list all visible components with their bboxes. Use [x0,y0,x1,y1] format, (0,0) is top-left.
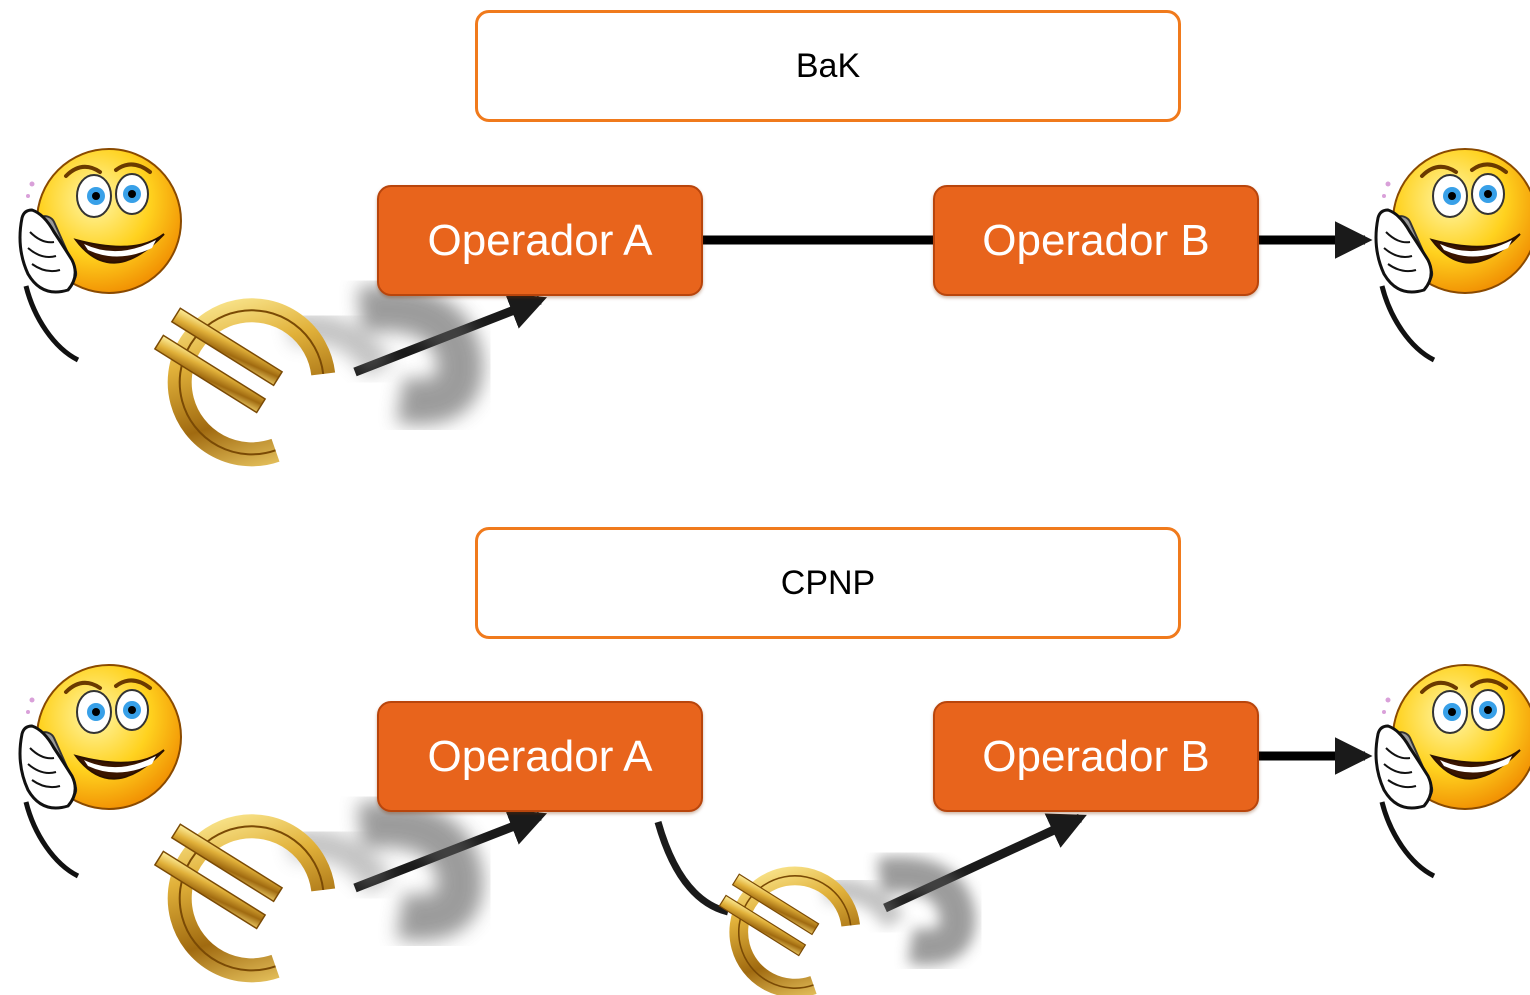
operator-a-label: Operador A [427,215,653,265]
scenario-title-box: CPNP [475,527,1181,639]
operator-b-label: Operador B [982,731,1210,781]
euro-coin-icon [129,784,460,989]
caller-icon [20,665,181,876]
operator-a-box: Operador A [377,185,703,296]
scenario-title-box: BaK [475,10,1181,122]
cord-operator-a-to-payment [654,821,729,916]
scenario-title: CPNP [780,563,876,602]
callee-icon [1376,149,1530,360]
operator-a-box: Operador A [377,701,703,812]
operator-b-label: Operador B [982,215,1210,265]
caller-icon [20,149,181,360]
operator-b-box: Operador B [933,701,1259,812]
operator-b-box: Operador B [933,185,1259,296]
operator-a-label: Operador A [427,731,653,781]
euro-coin-icon [129,268,460,473]
euro-coin-icon [699,843,958,995]
scenario-title: BaK [795,46,861,85]
callee-icon [1376,665,1530,876]
